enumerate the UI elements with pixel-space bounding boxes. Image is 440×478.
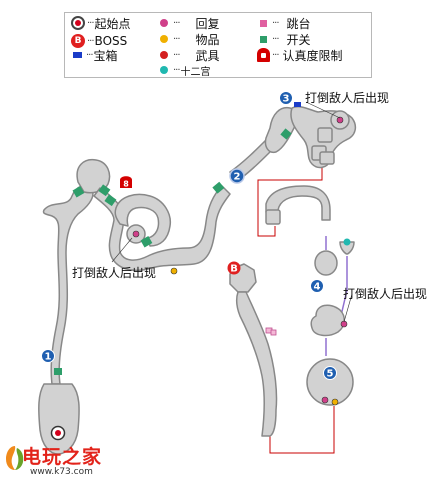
legend-jump: ··· 跳台 bbox=[257, 15, 311, 31]
legend-switch: ··· 开关 bbox=[257, 31, 311, 47]
seal-icon: 8 bbox=[120, 176, 132, 189]
svg-text:4: 4 bbox=[314, 282, 321, 293]
svg-text:8: 8 bbox=[123, 180, 129, 189]
note-pointer-left bbox=[111, 237, 133, 263]
switch-icon bbox=[260, 35, 267, 43]
chest-icon bbox=[73, 52, 82, 58]
link-line-red-top bbox=[257, 162, 323, 237]
legend-start-label: 起始点 bbox=[94, 16, 131, 31]
note-pointer-right bbox=[343, 293, 353, 323]
boss-corridor bbox=[229, 263, 278, 437]
link-line-purple-lower bbox=[339, 256, 348, 321]
switch-marks bbox=[54, 128, 292, 375]
right-column-rooms bbox=[306, 241, 355, 406]
svg-text:5: 5 bbox=[327, 369, 334, 380]
palace-dot bbox=[343, 238, 351, 246]
legend-palace: ··· 十二宫 bbox=[157, 62, 211, 78]
legend-jump-label: 跳台 bbox=[286, 16, 311, 31]
legend-seal: ··· 认真度限制 bbox=[257, 47, 343, 63]
legend-start: ··· 起始点 bbox=[71, 15, 131, 31]
start-point-icon bbox=[50, 425, 66, 441]
note-defeat-enemy-top: 打倒敌人后出现 bbox=[305, 91, 390, 105]
watermark-url: www.k73.com bbox=[30, 467, 93, 477]
legend-switch-label: 开关 bbox=[286, 32, 311, 47]
link-line-red-bottom bbox=[269, 406, 335, 454]
legend-recover: ··· 回复 bbox=[157, 15, 220, 31]
legend-palace-label: 十二宫 bbox=[180, 66, 211, 78]
recover-dot bbox=[336, 116, 344, 124]
chest-icon bbox=[294, 102, 301, 107]
seal-icon bbox=[257, 48, 270, 62]
legend-seal-label: 认真度限制 bbox=[282, 48, 343, 63]
top-right-building bbox=[290, 105, 357, 169]
svg-text:2: 2 bbox=[234, 172, 241, 183]
svg-text:3: 3 bbox=[283, 94, 290, 105]
legend-recover-label: 回复 bbox=[195, 16, 220, 31]
gamepad-logo-icon bbox=[6, 446, 24, 470]
jump-icon bbox=[260, 19, 267, 27]
recover-dot bbox=[132, 230, 140, 238]
svg-text:B: B bbox=[230, 264, 238, 275]
site-watermark: 电玩之家 www.k73.com bbox=[0, 436, 150, 478]
legend-boss: B ··· BOSS bbox=[71, 33, 127, 49]
left-corridor-area bbox=[38, 106, 299, 455]
legend-chest: ··· 宝箱 bbox=[71, 47, 118, 63]
legend-chest-label: 宝箱 bbox=[93, 48, 118, 63]
marker-4: 4 bbox=[310, 279, 324, 293]
marker-3: 3 bbox=[279, 91, 293, 105]
item-dot-icon bbox=[160, 35, 168, 43]
boss-icon: B bbox=[227, 261, 241, 275]
recover-dot bbox=[321, 396, 329, 404]
boss-icon: B bbox=[71, 34, 85, 48]
map-legend: ··· 起始点 B ··· BOSS ··· 宝箱 ··· 回复 ··· 物品 … bbox=[64, 12, 372, 78]
legend-item-label: 物品 bbox=[195, 32, 220, 47]
svg-text:1: 1 bbox=[45, 352, 52, 363]
note-defeat-enemy-right: 打倒敌人后出现 bbox=[343, 287, 428, 301]
start-point-icon bbox=[71, 16, 85, 30]
note-pointer-top bbox=[305, 101, 341, 119]
legend-item: ··· 物品 bbox=[157, 31, 220, 47]
legend-boss-label: BOSS bbox=[94, 34, 128, 48]
recover-dot-icon bbox=[160, 19, 168, 27]
note-defeat-enemy-left: 打倒敌人后出现 bbox=[72, 266, 157, 280]
palace-dot-icon bbox=[160, 66, 168, 74]
marker-1: 1 bbox=[41, 349, 55, 363]
item-dot bbox=[170, 267, 178, 275]
weapon-dot-icon bbox=[160, 51, 168, 59]
legend-weapon: ··· 武具 bbox=[157, 47, 220, 63]
watermark-name: 电玩之家 bbox=[22, 446, 103, 468]
item-dot bbox=[331, 398, 339, 406]
legend-weapon-label: 武具 bbox=[195, 48, 220, 63]
jump-marks bbox=[265, 327, 277, 336]
marker-5: 5 bbox=[323, 366, 337, 380]
marker-2: 2 bbox=[229, 168, 245, 184]
arch-structure bbox=[265, 185, 331, 225]
